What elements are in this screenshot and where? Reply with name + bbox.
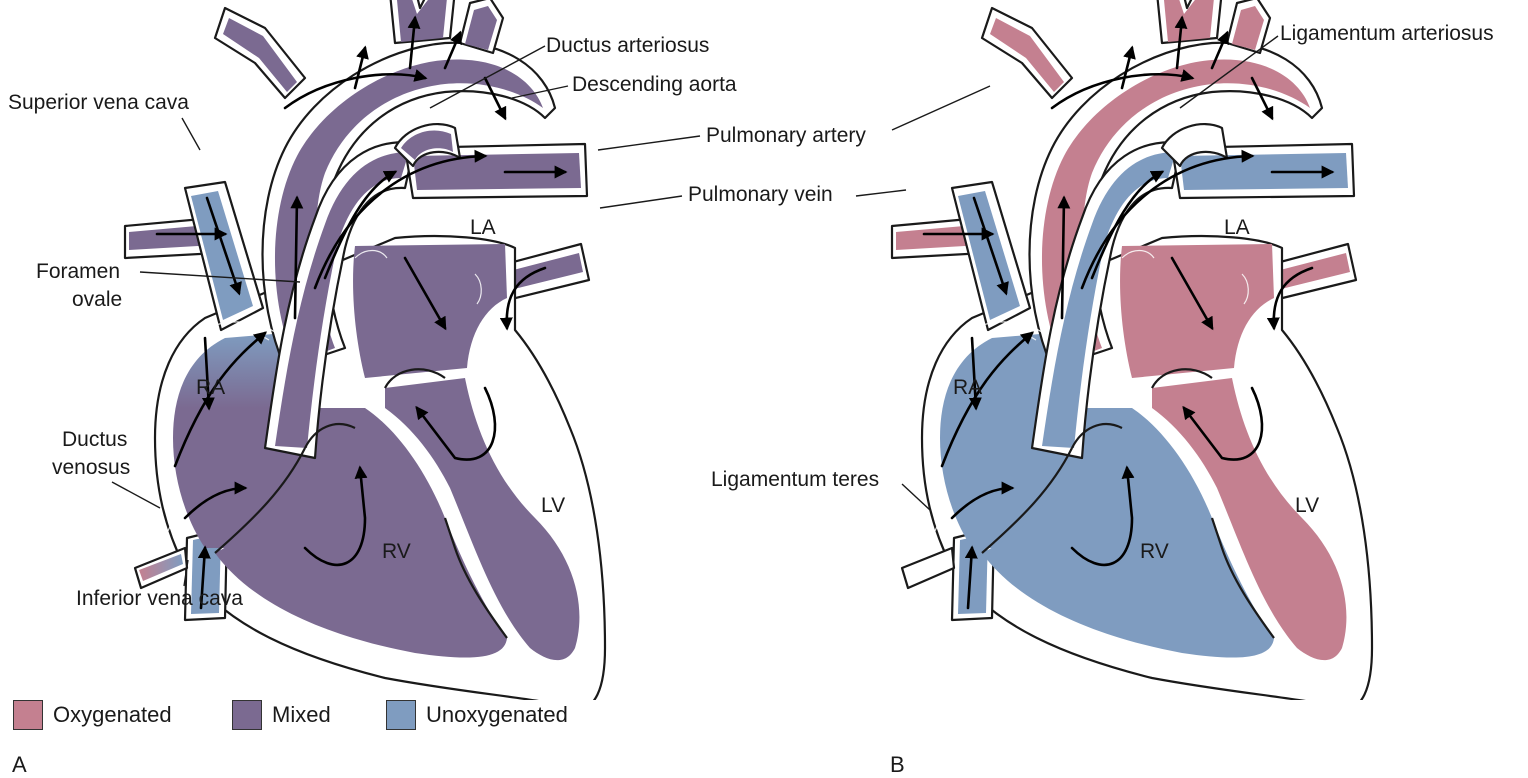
superior-vena-cava-label: Superior vena cava bbox=[8, 91, 189, 114]
panel-a-la-label: LA bbox=[470, 216, 496, 239]
ligamentum-teres-label: Ligamentum teres bbox=[711, 468, 879, 491]
panel-a-lv-label: LV bbox=[541, 494, 565, 517]
pulmonary-artery-leader-a bbox=[598, 136, 700, 150]
ligamentum-arteriosus-label: Ligamentum arteriosus bbox=[1280, 22, 1494, 45]
legend-item-unoxygenated: Unoxygenated bbox=[386, 700, 568, 730]
legend-swatch-oxygenated bbox=[13, 700, 43, 730]
legend-item-oxygenated: Oxygenated bbox=[13, 700, 172, 730]
pulmonary-vein-leader-a bbox=[600, 196, 682, 208]
descending-aorta-label: Descending aorta bbox=[572, 73, 737, 96]
legend-swatch-unoxygenated bbox=[386, 700, 416, 730]
heart-diagrams-canvas: RA RV LA LV RA RV LA LV Superior vena ca… bbox=[0, 0, 1528, 700]
inferior-vena-cava-label: Inferior vena cava bbox=[76, 587, 243, 610]
pulmonary-artery-label: Pulmonary artery bbox=[706, 124, 866, 147]
panel-b-la-label: LA bbox=[1224, 216, 1250, 239]
panel-b-rv-label: RV bbox=[1140, 540, 1169, 563]
foramen-ovale-label-line1: Foramen bbox=[36, 260, 120, 283]
legend-swatch-mixed bbox=[232, 700, 262, 730]
color-legend: Oxygenated Mixed Unoxygenated bbox=[0, 700, 1528, 740]
legend-label-unoxygenated: Unoxygenated bbox=[426, 702, 568, 728]
pulmonary-vein-label: Pulmonary vein bbox=[688, 183, 833, 206]
ductus-arteriosus-label: Ductus arteriosus bbox=[546, 34, 709, 57]
panel-letter-b: B bbox=[890, 752, 905, 778]
panel-letter-a: A bbox=[12, 752, 27, 778]
legend-item-mixed: Mixed bbox=[232, 700, 331, 730]
foramen-ovale-label-line2: ovale bbox=[72, 288, 122, 311]
ductus-venosus-label-line2: venosus bbox=[52, 456, 130, 479]
superior-vena-cava-leader bbox=[182, 118, 200, 150]
panel-a-rv-label: RV bbox=[382, 540, 411, 563]
panel-b-heart-illustration bbox=[892, 0, 1372, 700]
pulmonary-artery-leader-b bbox=[892, 86, 990, 130]
pulmonary-vein-leader-b bbox=[856, 190, 906, 196]
panel-b-ra-label: RA bbox=[953, 376, 982, 399]
panel-a-ra-label: RA bbox=[196, 376, 225, 399]
legend-label-mixed: Mixed bbox=[272, 702, 331, 728]
ductus-venosus-label-line1: Ductus bbox=[62, 428, 127, 451]
panel-b-lv-label: LV bbox=[1295, 494, 1319, 517]
panel-b-adult-heart bbox=[892, 0, 1372, 700]
ductus-venosus-leader bbox=[112, 482, 160, 508]
legend-label-oxygenated: Oxygenated bbox=[53, 702, 172, 728]
